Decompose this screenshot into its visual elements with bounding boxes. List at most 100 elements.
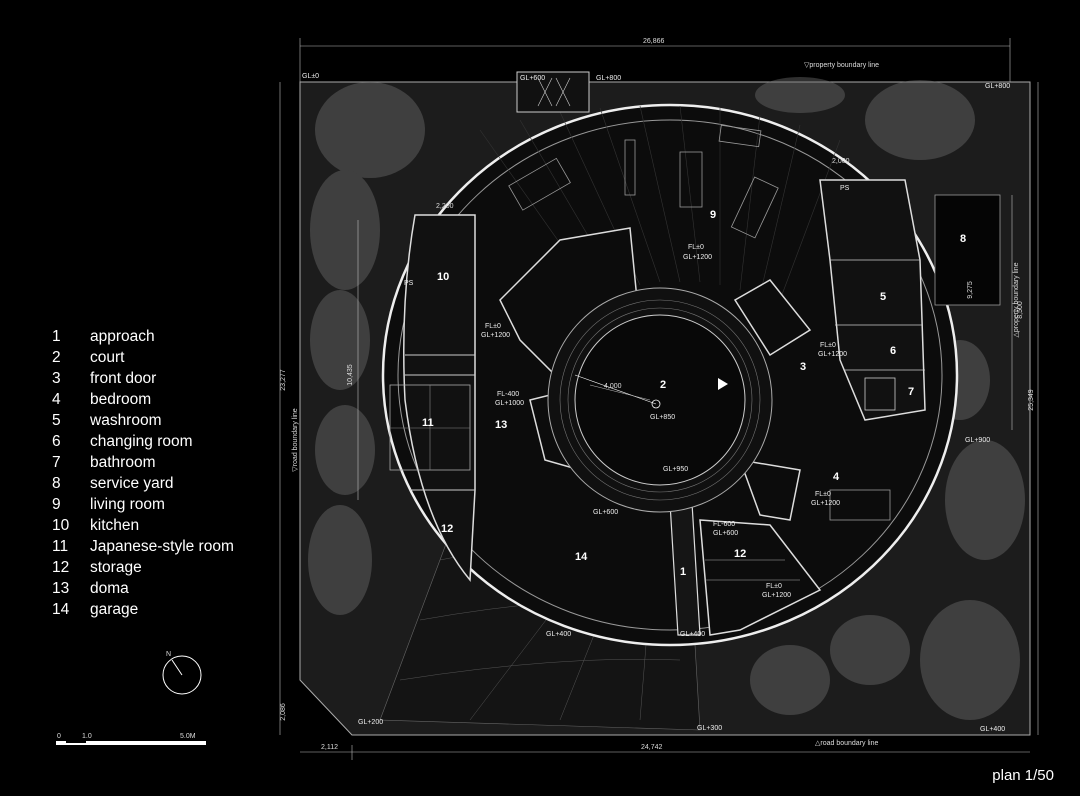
legend-label: garage (90, 600, 139, 618)
dimension-label: 4,000 (604, 383, 622, 390)
legend-item: 8 service yard (52, 473, 234, 494)
level-label: FL±0 (688, 244, 704, 251)
legend-label: Japanese-style room (90, 537, 234, 555)
legend-number: 4 (52, 390, 61, 408)
legend-label: kitchen (90, 516, 140, 534)
level-label: GL+400 (546, 631, 571, 638)
dimension-label: 2,000 (832, 158, 850, 165)
legend-number: 5 (52, 411, 61, 429)
room-label: 6 (890, 345, 896, 357)
legend-label: court (90, 348, 125, 366)
dimension-label: 10,435 (347, 364, 354, 386)
dimension-label: 26,866 (643, 38, 665, 45)
north-arrow (162, 655, 202, 695)
level-label: GL+800 (985, 83, 1010, 90)
boundary-label: △property boundary line (1013, 262, 1020, 337)
level-label: GL+1200 (762, 592, 791, 599)
legend-number: 14 (52, 600, 70, 618)
legend-label: bathroom (90, 453, 156, 471)
dimension-label: 2,086 (280, 703, 287, 721)
room-label: 11 (422, 417, 434, 429)
room-label: 10 (437, 271, 449, 283)
level-label: GL+950 (663, 466, 688, 473)
level-label: GL+1200 (818, 351, 847, 358)
legend-label: storage (90, 558, 142, 576)
room-label: 14 (575, 551, 588, 563)
level-label: GL+1200 (811, 500, 840, 507)
room-label: 3 (800, 361, 806, 373)
scale-label-one: 1.0 (82, 733, 92, 740)
level-label: GL+600 (593, 509, 618, 516)
legend-item: 7 bathroom (52, 452, 234, 473)
room-label: 8 (960, 233, 966, 245)
legend-number: 8 (52, 474, 61, 492)
legend-item: 9 living room (52, 494, 234, 515)
legend-item: 3 front door (52, 368, 234, 389)
legend-label: changing room (90, 432, 193, 450)
level-label: FL±0 (820, 342, 836, 349)
room-label: 9 (710, 209, 716, 221)
dimension-label: 23,277 (280, 369, 287, 391)
kitchen-japanese-wing (403, 214, 476, 582)
room-label: 12 (734, 548, 746, 560)
level-label: GL+400 (680, 631, 705, 638)
level-label: PS (404, 280, 414, 287)
legend-item: 2 court (52, 347, 234, 368)
dimension-label: 2,112 (321, 744, 338, 751)
legend-item: 14 garage (52, 599, 234, 620)
level-label: GL+1200 (683, 254, 712, 261)
legend-label: front door (90, 369, 157, 387)
legend-label: bedroom (90, 390, 152, 408)
scale-label-zero: 0 (57, 733, 61, 740)
boundary-label: △road boundary line (815, 740, 878, 747)
legend-label: approach (90, 327, 155, 345)
level-label: FL±0 (766, 583, 782, 590)
storage-bottom (699, 519, 822, 636)
drawing-caption: plan 1/50 (992, 767, 1054, 784)
legend-item: 10 kitchen (52, 515, 234, 536)
dimension-label: 25,349 (1028, 389, 1035, 411)
level-label: GL+600 (520, 75, 545, 82)
court-floor (574, 314, 746, 486)
level-label: GL+600 (713, 530, 738, 537)
level-label: GL±0 (302, 73, 319, 80)
level-label: FL-400 (497, 391, 519, 398)
level-label: GL+1000 (495, 400, 524, 407)
room-label: 7 (908, 386, 914, 398)
legend-number: 7 (52, 453, 61, 471)
scale-bar (56, 741, 206, 745)
legend-label: living room (90, 495, 165, 513)
level-label: PS (840, 185, 850, 192)
legend-item: 4 bedroom (52, 389, 234, 410)
room-label: 5 (880, 291, 886, 303)
boundary-label: ▽property boundary line (804, 62, 879, 69)
level-label: GL+200 (358, 719, 383, 726)
dimension-lines (279, 38, 1039, 760)
level-label: GL+300 (697, 725, 722, 732)
furniture (508, 124, 891, 521)
floor-hatching (479, 105, 841, 301)
scale-label-five: 5.0M (180, 733, 196, 740)
legend-number: 9 (52, 495, 61, 513)
level-label: FL±0 (485, 323, 501, 330)
service-yard (934, 194, 1001, 306)
legend-number: 2 (52, 348, 61, 366)
level-label: GL+1200 (481, 332, 510, 339)
legend-number: 10 (52, 516, 70, 534)
boundary-label: ▽road boundary line (292, 408, 299, 471)
level-label: GL+800 (596, 75, 621, 82)
entry-arrow (718, 378, 728, 390)
room-label: 13 (495, 419, 507, 431)
level-label: GL+850 (650, 414, 675, 421)
legend-number: 3 (52, 369, 61, 387)
room-label: 4 (833, 471, 840, 483)
level-label: GL+400 (980, 726, 1005, 733)
legend-number: 13 (52, 579, 70, 597)
legend-label: service yard (90, 474, 174, 492)
